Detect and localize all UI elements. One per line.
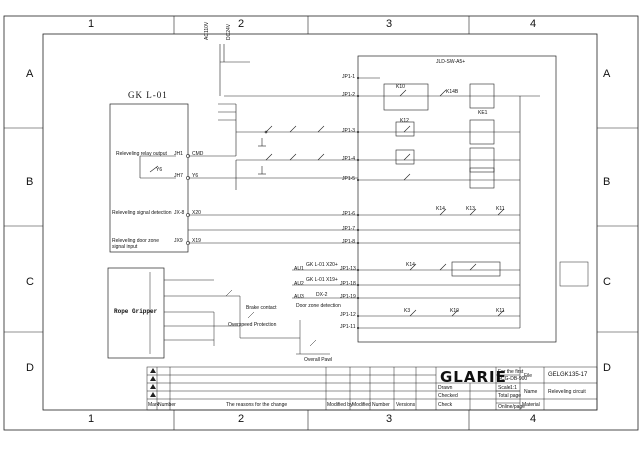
terminal-jp1-11: JP1-11 — [340, 324, 356, 330]
zone-col-3: 3 — [386, 18, 393, 30]
tb-total-label: Total page — [498, 393, 522, 399]
controller-pin-jx9: JX9 — [174, 238, 183, 244]
terminal-jp1-3: JP1-3 — [342, 128, 356, 134]
controller-pin-x20: X20 — [192, 210, 201, 216]
terminal-jp1-13: JP1-13 — [340, 266, 356, 272]
sensor-au2: AU2 — [294, 281, 304, 287]
rope-gripper-title: Rope Gripper — [114, 308, 158, 315]
supply-label-1: AC110V — [204, 21, 210, 40]
controller-pin-jx8: JX-8 — [174, 210, 185, 216]
terminal-jp1-1: JP1-1 — [342, 74, 356, 80]
terminal-jp1-8: JP1-8 — [342, 239, 356, 245]
zone-row-a: A — [26, 68, 34, 80]
contact-k3: K3 — [404, 308, 411, 314]
revision-triangles — [150, 368, 156, 397]
tb-modified: Modified — [352, 402, 371, 408]
zone-col-2: 2 — [238, 18, 245, 30]
tb-material-label: Material — [522, 402, 540, 408]
zone-col-4-bottom: 4 — [530, 413, 537, 425]
tb-name-value: Releveling circuit — [548, 389, 586, 395]
zone-row-b-right: B — [603, 176, 611, 188]
terminal-jp1-4: JP1-4 — [342, 156, 356, 162]
controller-input-label-1: Releveling relay output — [116, 151, 167, 157]
zone-row-d-right: D — [603, 362, 611, 374]
controller-pin-x19: X19 — [192, 238, 201, 244]
controller-title: GK L-01 — [128, 90, 168, 100]
rope-gripper-box — [107, 267, 165, 359]
contact-k14-row13: K14 — [406, 262, 415, 268]
contact-k10-row12: K10 — [450, 308, 459, 314]
tb-number-2: Number — [372, 402, 390, 408]
tb-scale-value: 1:1 — [510, 385, 517, 391]
terminal-jp1-2: JP1-2 — [342, 92, 356, 98]
tb-file-label: File — [524, 373, 533, 379]
contact-k14b: K14B — [446, 89, 459, 95]
title-block — [146, 366, 598, 411]
contact-k11-row12: K11 — [496, 308, 505, 314]
sensor-note-3: DX-2 — [316, 292, 328, 298]
tb-versions: Versions — [396, 402, 416, 408]
sensor-au1: AU1 — [294, 266, 304, 272]
terminal-jp1-19: JP1-19 — [340, 294, 356, 300]
terminal-jp1-5: JP1-5 — [342, 176, 356, 182]
tb-checked: Checked — [438, 393, 458, 399]
module-box — [357, 55, 557, 343]
sensor-note-1: GK L-01 X20+ — [306, 262, 338, 268]
tb-for-label: For the first — [498, 369, 524, 375]
controller-input-label-3: Releveling signal detection — [112, 210, 172, 216]
zone-row-b: B — [26, 176, 34, 188]
terminal-jp1-18: JP1-18 — [340, 281, 356, 287]
note-overspeed: Overspeed Protection — [228, 322, 277, 328]
note-overall-pawl: Overall Pawl — [304, 357, 333, 363]
tb-file-value: GELGK135-17 — [548, 372, 588, 378]
controller-pin-jh1: JH1 — [174, 151, 183, 157]
controller-pin-jh7: JH7 — [174, 173, 183, 179]
controller-relay-label: Y6 — [156, 167, 163, 173]
tb-name-label: Name — [524, 389, 538, 395]
tb-scale-label: Scale — [498, 385, 511, 391]
controller-pin-y6: Y6 — [192, 173, 199, 179]
supply-label-2: DC24V — [226, 23, 232, 40]
contact-k14-row6: K14 — [436, 206, 445, 212]
module-label: JLD-SW-A5+ — [436, 59, 466, 65]
zone-row-a-right: A — [603, 68, 611, 80]
sensor-au3: AU3 — [294, 294, 304, 300]
controller-input-label-4: Releveling door zone signal input — [112, 238, 159, 250]
tb-for-value: FCG-DB-900 — [498, 376, 528, 382]
tb-drawn: Drawn — [438, 385, 453, 391]
terminal-jp1-12: JP1-12 — [340, 312, 356, 318]
tb-mark: Mark — [148, 402, 160, 408]
contact-k12: K12 — [400, 118, 409, 124]
zone-col-1: 1 — [88, 18, 95, 30]
contact-k10: K10 — [396, 84, 405, 90]
contact-k13-row6: K13 — [466, 206, 475, 212]
zone-row-d: D — [26, 362, 34, 374]
zone-row-c: C — [26, 276, 34, 288]
controller-pin-cmd: CMD — [192, 151, 204, 157]
contact-ke1: KE1 — [478, 110, 488, 116]
tb-number: Number — [158, 402, 176, 408]
zone-row-c-right: C — [603, 276, 611, 288]
note-door-zone: Door zone detection — [296, 303, 341, 309]
sensor-note-2: GK L-01 X19+ — [306, 277, 338, 283]
terminal-jp1-6: JP1-6 — [342, 211, 356, 217]
zone-col-4: 4 — [530, 18, 537, 30]
note-brake-contact: Brake contact — [246, 305, 277, 311]
contact-k11-row6: K11 — [496, 206, 505, 212]
terminal-jp1-7: JP1-7 — [342, 226, 356, 232]
tb-online-label: Online/page — [498, 404, 525, 410]
tb-check: Check — [438, 402, 453, 408]
tb-modified-by: Modified by — [327, 402, 353, 408]
glarie-logo: GLARIE — [440, 368, 507, 386]
tb-reasons: The reasons for the change — [226, 402, 288, 408]
zone-col-2-bottom: 2 — [238, 413, 245, 425]
zone-col-3-bottom: 3 — [386, 413, 393, 425]
zone-col-1-bottom: 1 — [88, 413, 95, 425]
